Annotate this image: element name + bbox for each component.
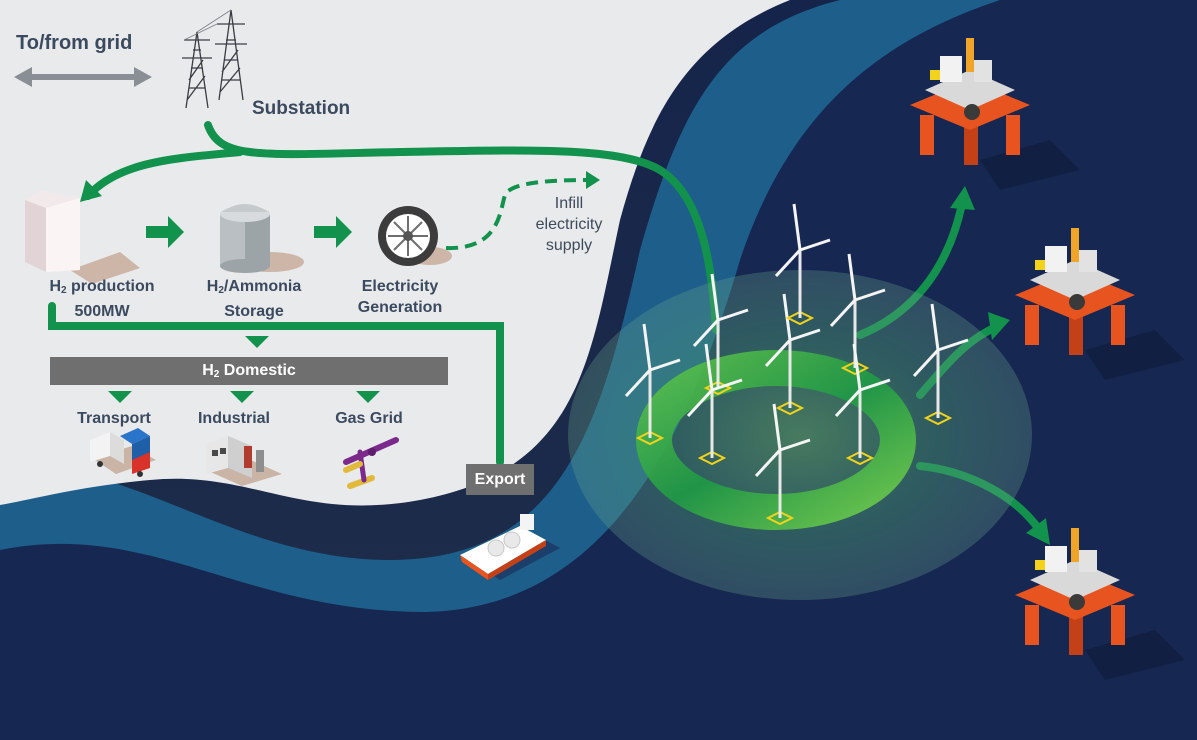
offshore-platforms: [910, 38, 1185, 680]
wind-turbine-icon: [692, 273, 749, 396]
arrow-storage-to-generator: [314, 216, 352, 248]
substation-label: Substation: [252, 98, 351, 119]
substation-to-farm-line: [204, 121, 720, 334]
wind-turbine-icon: [686, 343, 743, 466]
wind-turbine-icon: [912, 303, 969, 426]
infill-supply-label: Infill electricity supply: [535, 195, 603, 254]
substation-pylon-icon: [182, 9, 247, 109]
grid-double-arrow-icon: [14, 67, 152, 87]
wind-turbines: [624, 203, 969, 526]
offshore-platform-icon: [1015, 528, 1185, 680]
electricity-generation-label: Electricity Generation: [357, 278, 443, 316]
h2-production-label: H2 production 500MW: [49, 278, 155, 320]
factory-icon: [206, 436, 282, 486]
wind-turbine-icon: [774, 203, 831, 326]
infill-dashed-arrow: [445, 178, 589, 251]
offshore-platform-icon: [1015, 228, 1185, 380]
storage-tank-icon: [220, 204, 304, 273]
substation-to-h2-line: [84, 148, 244, 200]
process-arrows: [108, 216, 380, 403]
offshore-platform-icon: [910, 38, 1080, 190]
transport-label: Transport: [77, 410, 151, 427]
flow-arrowheads: [80, 180, 1050, 545]
grid-label: To/from grid: [16, 32, 133, 54]
hydrogen-production-building-icon: [25, 190, 140, 284]
offshore-wind-farm: [568, 270, 1032, 600]
industrial-label: Industrial: [197, 410, 270, 427]
turbine-generator-icon: [378, 206, 452, 266]
wind-turbine-icon: [764, 293, 821, 416]
gas-grid-label: Gas Grid: [335, 410, 403, 427]
gas-pipe-icon: [343, 437, 399, 489]
ammonia-storage-label: H2/Ammonia Storage: [206, 278, 302, 320]
infill-arrowhead: [586, 171, 600, 189]
h2-to-export-line: [48, 302, 504, 466]
trucks-icon: [90, 428, 156, 477]
arrow-h2-to-storage: [146, 216, 184, 248]
wind-turbine-icon: [834, 343, 891, 466]
export-label: Export: [466, 464, 534, 495]
wind-turbine-icon: [624, 323, 681, 446]
wind-turbine-icon: [754, 403, 811, 526]
tanker-ship-icon: [460, 514, 560, 580]
h2-domestic-bar: H2 Domestic: [50, 357, 448, 385]
